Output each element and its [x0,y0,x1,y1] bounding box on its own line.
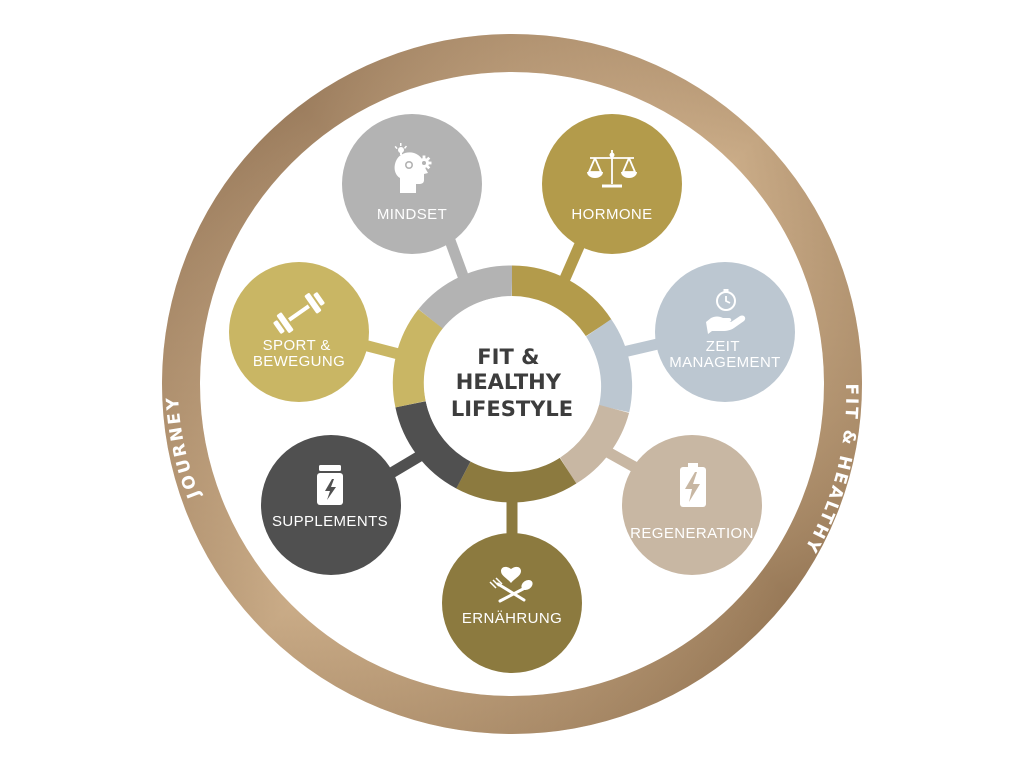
node-label-mindset: MINDSET [377,206,447,223]
dumbbell-icon [273,292,325,334]
center-line-1: FIT & [477,345,539,369]
node-label-sport-line-2: BEWEGUNG [253,353,345,370]
segment-ernaehrung [456,457,577,503]
segment-mindset [418,265,513,330]
center-line-3: LIFESTYLE [451,397,573,421]
node-label-supplements: SUPPLEMENTS [272,513,388,530]
segment-zeit [585,319,633,413]
node-label-ernaehrung: ERNÄHRUNG [462,610,562,627]
node-label-zeit-line-1: ZEIT [706,338,740,355]
segment-supplements [395,400,472,489]
node-mindset: MINDSET [342,114,482,254]
center-line-2: HEALTHY [456,370,562,394]
node-label-regeneration: REGENERATION [630,525,754,542]
node-hormone: HORMONE [542,114,682,254]
fork-spoon-heart-icon [489,566,533,603]
segment-sport [392,309,443,408]
node-label-sport: SPORT & BEWEGUNG [253,337,345,370]
node-label-hormone: HORMONE [571,206,652,223]
segment-regeneration [559,404,630,484]
head-gears-icon [394,143,432,193]
center-title: FIT & HEALTHY LIFESTYLE [451,345,573,421]
center-circle [424,296,600,472]
node-label-zeit-line-2: MANAGEMENT [669,354,781,371]
node-zeit-management: ZEIT MANAGEMENT [655,262,795,402]
outer-ring [162,34,862,734]
segment-hormone [511,265,612,337]
node-sport-bewegung: SPORT & BEWEGUNG [229,262,369,402]
balance-scale-icon [587,150,637,188]
supplement-jar-icon [317,465,343,505]
node-label-sport-line-1: SPORT & [263,337,331,354]
hand-clock-icon [706,289,746,334]
node-ernaehrung: ERNÄHRUNG [442,533,582,673]
ring-label-top: YOUR [478,6,544,28]
node-supplements: SUPPLEMENTS [261,435,401,575]
node-regeneration: REGENERATION [622,435,762,575]
battery-charging-icon [680,463,706,507]
node-label-zeit: ZEIT MANAGEMENT [669,338,781,371]
center-ring [392,265,633,503]
